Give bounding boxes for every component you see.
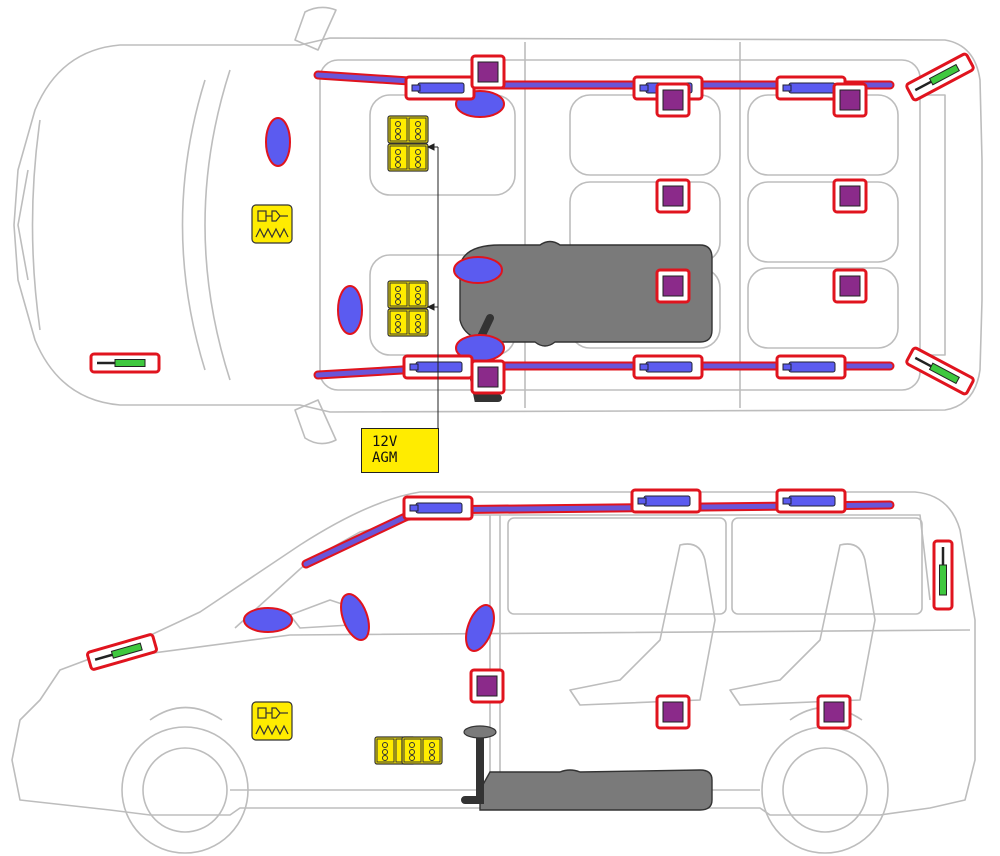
curtain-inflator-top-6 [775, 354, 847, 380]
curtain-inflator-side-1 [402, 495, 474, 521]
curtain-airbag-side [301, 500, 895, 569]
knee-airbag-side [340, 593, 370, 641]
roof-outline [319, 59, 921, 391]
side-airbag-front-right-top [453, 256, 503, 284]
seatbelt-pretensioner-top-2 [655, 82, 691, 118]
right-mirror [294, 399, 337, 445]
front-grille [17, 169, 29, 281]
hood-line [204, 69, 231, 381]
seatbelt-pretensioner-top-4 [655, 178, 691, 214]
seatbelt-pretensioner-top-8 [470, 359, 506, 395]
seat-3-2 [747, 181, 899, 263]
battery-type-callout: 12V AGM [361, 428, 439, 473]
seatbelt-pretensioner-side-2 [655, 694, 691, 730]
seat-airbag-side [465, 604, 495, 652]
knee-airbag-top [337, 285, 363, 335]
rear-window [925, 94, 946, 356]
belt-line [99, 629, 971, 661]
seat-side-3 [729, 543, 876, 706]
front-bumper [31, 119, 41, 331]
callout-battery-type: AGM [372, 450, 398, 466]
gas-strut-rear-left-top [904, 51, 976, 103]
rear-side-window-2 [731, 517, 923, 615]
battery-callout-leader [426, 143, 439, 428]
curtain-inflator-top-1 [404, 75, 476, 101]
fuel-filler-pipe-side [461, 731, 484, 804]
driver-airbag-top [265, 117, 291, 167]
rear-side-window-1 [507, 517, 727, 615]
curtain-inflator-top-5 [632, 354, 704, 380]
side-view-body-outline [11, 491, 976, 816]
battery-top-4 [387, 308, 429, 337]
top-view-body-outline [13, 37, 983, 413]
seat-side-2 [569, 543, 716, 706]
windshield-edge [181, 79, 206, 371]
rear-wheel [761, 726, 889, 854]
left-mirror [294, 6, 337, 51]
battery-side-2 [401, 736, 443, 765]
front-wheel [121, 726, 249, 854]
battery-top-3 [387, 280, 429, 309]
seatbelt-pretensioner-top-3 [832, 82, 868, 118]
gas-strut-rear-side [932, 539, 954, 611]
control-unit-side [251, 701, 293, 741]
fuel-filler-cap-side [463, 725, 497, 739]
control-unit-top [251, 204, 293, 244]
seatbelt-pretensioner-top-7 [832, 268, 868, 304]
seat-3-1 [747, 94, 899, 176]
callout-voltage: 12V [372, 434, 398, 450]
driver-airbag-side [243, 607, 293, 633]
rear-wheel-rim [782, 747, 868, 833]
seatbelt-pretensioner-top-5 [832, 178, 868, 214]
gas-strut-front-side [85, 632, 159, 672]
front-wheel-rim [142, 747, 228, 833]
fuel-tank-side [479, 769, 713, 811]
seatbelt-pretensioner-side-1 [469, 668, 505, 704]
battery-top-2 [387, 143, 429, 172]
gas-strut-front-top [89, 352, 161, 374]
seatbelt-pretensioner-top-1 [470, 54, 506, 90]
curtain-inflator-side-3 [775, 488, 847, 514]
seat-3-3 [747, 267, 899, 349]
seatbelt-pretensioner-top-6 [655, 268, 691, 304]
seat-2-1 [569, 94, 721, 176]
curtain-inflator-side-2 [630, 488, 702, 514]
battery-top-1 [387, 115, 429, 144]
seatbelt-pretensioner-side-3 [816, 694, 852, 730]
